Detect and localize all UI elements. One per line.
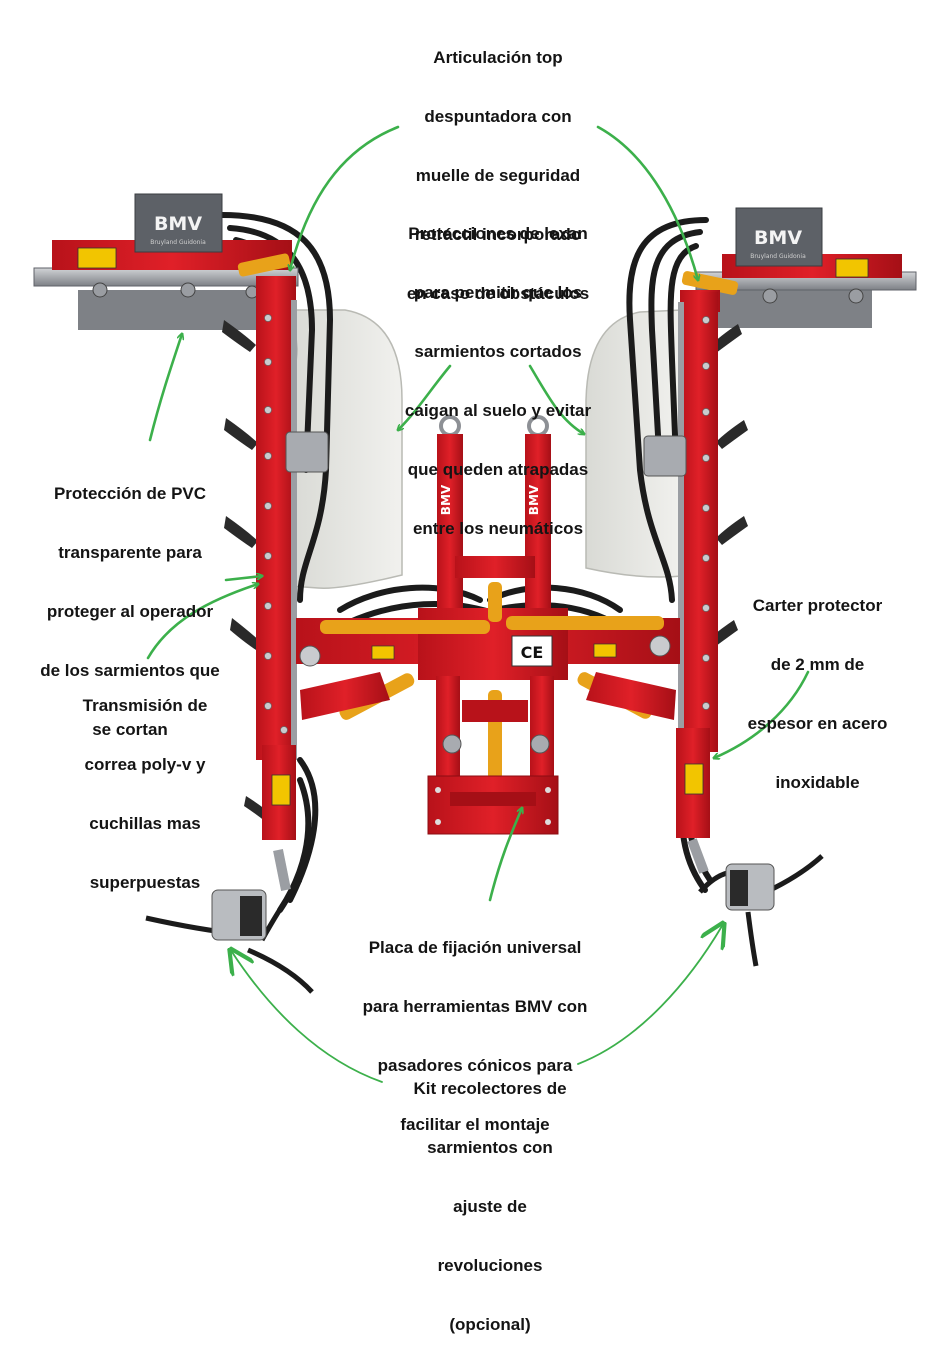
callout-plate: Placa de fijación universal para herrami… xyxy=(345,903,605,1169)
callout-pvc: Protección de PVC transparente para prot… xyxy=(20,449,240,774)
callout-lexan-line: caigan al suelo y evitar xyxy=(404,400,592,420)
callout-pvc-line: de los sarmientos que xyxy=(40,660,220,680)
callout-carter-line: Carter protector xyxy=(752,595,883,615)
lexan-shield-right xyxy=(585,309,683,578)
callout-plate-line: Placa de fijación universal xyxy=(368,937,582,957)
callout-transmission-line: superpuestas xyxy=(89,872,201,892)
brand-tagline-right: Bruyland Guidonia xyxy=(750,253,806,260)
arrow-kit-right xyxy=(577,926,722,1065)
callout-top-joint-line: retráctil incorporado xyxy=(414,224,582,244)
callout-lexan-line: entre los neumáticos xyxy=(412,518,584,538)
callout-kit-line: sarmientos con xyxy=(427,1137,553,1157)
callout-kit-line: Kit recolectores de xyxy=(413,1078,567,1098)
callout-pvc-line: transparente para xyxy=(58,542,202,562)
arrow-kit-left xyxy=(232,952,383,1083)
machine-diagram: BMV Bruyland Guidonia BMV Bruyland Guido… xyxy=(33,125,917,1083)
callout-transmission-line: Transmisión de xyxy=(82,695,208,715)
arrow-plate xyxy=(488,808,522,902)
callout-lexan-line: Protecciones de lexan xyxy=(408,223,588,243)
callout-carter-line: inoxidable xyxy=(775,772,860,792)
callout-pvc-line: se cortan xyxy=(92,719,168,739)
brand-mark-mast-right: BMV xyxy=(527,484,541,515)
arrow-lexan-right xyxy=(528,364,584,434)
callout-lexan: Protecciones de lexan para permitir que … xyxy=(378,189,618,573)
callout-kit-line: (opcional) xyxy=(449,1314,531,1334)
brand-logo-left: BMV xyxy=(154,213,202,235)
collector-kit-right xyxy=(687,838,824,967)
central-frame: BMV BMV CE xyxy=(296,415,680,835)
arrow-pvc xyxy=(148,334,182,442)
callout-top-joint-line: Articulación top xyxy=(433,47,563,67)
arrow-top-joint-left xyxy=(290,125,400,270)
brand-logo-right: BMV xyxy=(754,227,802,249)
vertical-arm-left xyxy=(256,290,329,840)
arrow-transmission xyxy=(146,584,258,660)
callout-kit-line: revoluciones xyxy=(437,1255,543,1275)
callout-lexan-line: sarmientos cortados xyxy=(414,341,582,361)
callout-kit-line: ajuste de xyxy=(453,1196,527,1216)
callout-top-joint-line: en caso de obstáculos xyxy=(406,283,590,303)
callout-transmission-line: correa poly-v y xyxy=(84,754,206,774)
arrow-top-joint-right xyxy=(596,125,698,280)
callout-lexan-line: que queden atrapadas xyxy=(407,459,589,479)
arrow-carter xyxy=(714,670,810,758)
callout-arrows xyxy=(146,125,810,1083)
arrow-pvc-side xyxy=(224,576,262,582)
callout-plate-line: pasadores cónicos para xyxy=(377,1055,573,1075)
arrow-lexan-left xyxy=(398,364,452,430)
callout-top-joint-line: despuntadora con xyxy=(424,106,572,126)
callout-pvc-line: proteger al operador xyxy=(46,601,214,621)
callout-plate-line: para herramientas BMV con xyxy=(362,996,588,1016)
callout-top-joint: Articulación top despuntadora con muelle… xyxy=(383,13,613,338)
callout-plate-line: facilitar el montaje xyxy=(400,1114,550,1134)
callout-carter: Carter protector de 2 mm de espesor en a… xyxy=(730,561,905,827)
callout-kit: Kit recolectores de sarmientos con ajust… xyxy=(380,1044,600,1369)
callout-transmission: Transmisión de correa poly-v y cuchillas… xyxy=(55,661,235,927)
collector-kit-left xyxy=(145,849,314,994)
ce-mark: CE xyxy=(521,643,544,662)
callout-transmission-line: cuchillas mas xyxy=(89,813,201,833)
brand-mark-mast-left: BMV xyxy=(439,484,453,515)
callout-lexan-line: para permitir que los xyxy=(413,282,583,302)
top-head-left: BMV Bruyland Guidonia xyxy=(33,193,299,330)
callout-top-joint-line: muelle de seguridad xyxy=(415,165,581,185)
callout-carter-line: de 2 mm de xyxy=(770,654,865,674)
top-head-right: BMV Bruyland Guidonia xyxy=(695,207,917,328)
callout-carter-line: espesor en acero xyxy=(747,713,888,733)
callout-pvc-line: Protección de PVC xyxy=(53,483,207,503)
brand-tagline-left: Bruyland Guidonia xyxy=(150,239,206,246)
vertical-arm-right xyxy=(643,292,718,838)
